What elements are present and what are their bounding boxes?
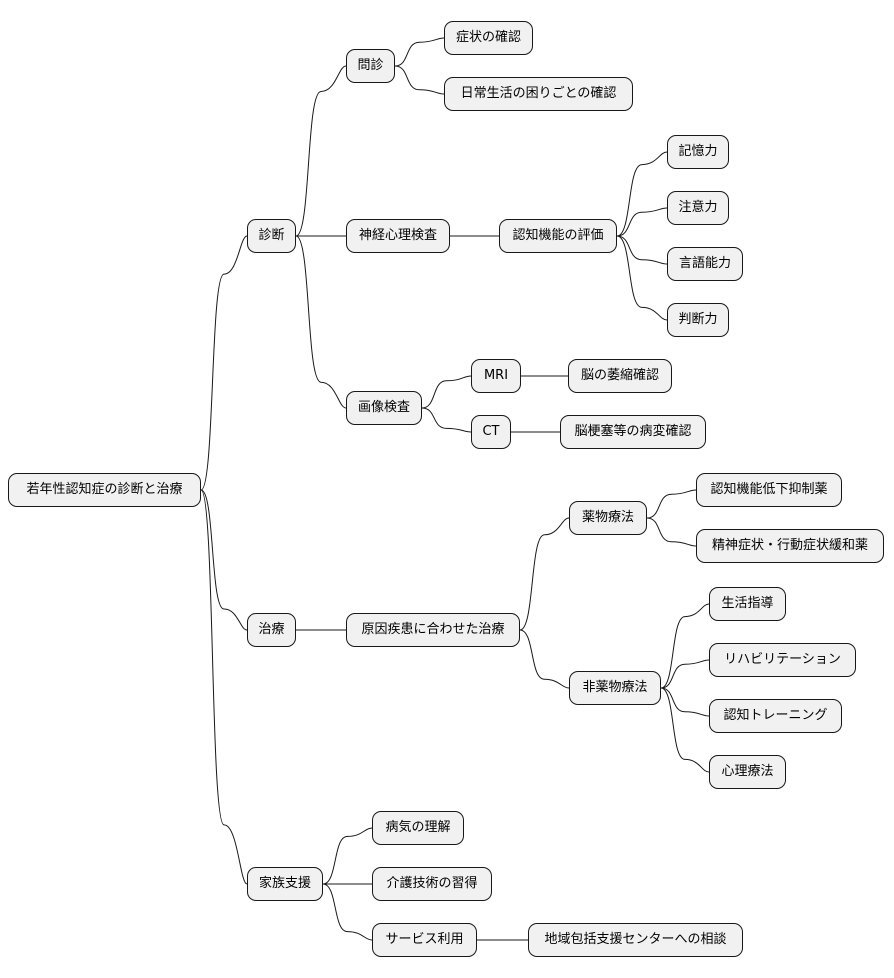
node-language: 言語能力 [667, 247, 743, 281]
edge-n-img-n-mri [421, 375, 472, 409]
edge-n-img-n-ct [421, 407, 472, 433]
edge-n-int-n-int-1 [394, 65, 445, 95]
edge-n-cause-n-drug [519, 517, 570, 631]
node-cognitive-eval: 認知機能の評価 [499, 219, 617, 253]
node-diagnosis: 診断 [247, 219, 296, 253]
node-interview: 問診 [346, 49, 395, 83]
edge-n-nd-n-nd-1 [660, 659, 710, 689]
edge-n-cog-n-cog-1 [616, 207, 668, 237]
node-symptom-check: 症状の確認 [444, 21, 533, 55]
node-cognitive-drug: 認知機能低下抑制薬 [696, 473, 842, 507]
node-service-use: サービス利用 [372, 923, 477, 957]
node-memory: 記憶力 [667, 135, 729, 169]
node-brain-atrophy: 脳の萎縮確認 [568, 359, 672, 393]
node-family-support: 家族支援 [247, 867, 323, 901]
edge-n-nd-n-nd-0 [660, 603, 710, 689]
edge-n-cog-n-cog-3 [616, 235, 668, 321]
edge-n-int-n-int-0 [394, 37, 445, 67]
edge-n-diag-n-img [295, 235, 347, 409]
edge-n-cog-n-cog-2 [616, 235, 668, 265]
root-node: 若年性認知症の診断と治療 [8, 473, 201, 507]
node-drug-therapy: 薬物療法 [569, 501, 647, 535]
edge-n-fam-n-svc [322, 883, 373, 941]
node-bpsd-drug: 精神症状・行動症状緩和薬 [696, 529, 884, 563]
edge-n-nd-n-nd-2 [660, 687, 710, 717]
node-cognitive-training: 認知トレーニング [709, 699, 842, 733]
edge-n-fam-n-fam-0 [322, 827, 373, 885]
edge-n-root-n-fam [200, 489, 248, 885]
edge-n-cause-n-nd [519, 629, 570, 689]
node-mri: MRI [471, 359, 521, 393]
node-care-skill: 介護技術の習得 [372, 867, 492, 901]
node-psychotherapy: 心理療法 [709, 755, 786, 789]
node-nondrug-therapy: 非薬物療法 [569, 671, 661, 705]
node-neuropsych-test: 神経心理検査 [346, 219, 450, 253]
node-daily-life-check: 日常生活の困りごとの確認 [444, 77, 633, 111]
edge-n-drug-n-drug-0 [646, 489, 697, 519]
edge-n-nd-n-nd-3 [660, 687, 710, 773]
node-lesion-check: 脳梗塞等の病変確認 [560, 415, 706, 449]
node-regional-center: 地域包括支援センターへの相談 [528, 923, 743, 957]
node-judgement: 判断力 [667, 303, 729, 337]
node-cause-treatment: 原因疾患に合わせた治療 [346, 613, 520, 647]
node-disease-understanding: 病気の理解 [372, 811, 464, 845]
edge-n-diag-n-int [295, 65, 347, 237]
node-rehabilitation: リハビリテーション [709, 643, 856, 677]
node-life-guidance: 生活指導 [709, 587, 786, 621]
edge-n-cog-n-cog-0 [616, 151, 668, 237]
node-imaging: 画像検査 [346, 391, 422, 425]
edge-n-root-n-treat [200, 489, 248, 631]
node-treatment: 治療 [247, 613, 296, 647]
node-ct: CT [471, 415, 511, 449]
edge-n-root-n-diag [200, 235, 248, 491]
node-attention: 注意力 [667, 191, 729, 225]
edge-n-drug-n-drug-1 [646, 517, 697, 547]
